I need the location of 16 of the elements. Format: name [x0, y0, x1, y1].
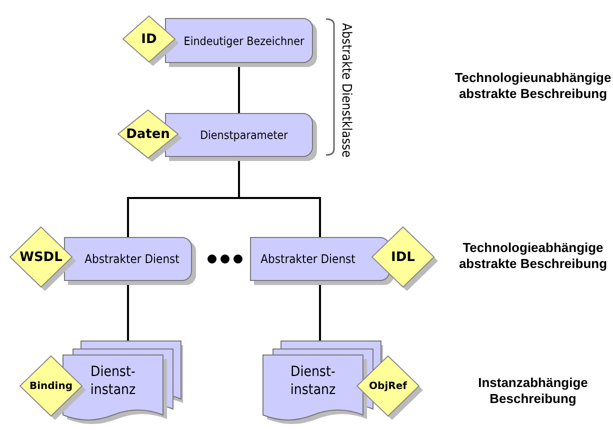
group-label: Abstrakte Dienstklasse — [338, 22, 354, 160]
tag-label: Daten — [126, 126, 170, 142]
level-label: Instanzabhängige Beschreibung — [477, 375, 589, 406]
node-label: Abstrakter Dienst — [260, 252, 356, 266]
level-label: Technologieunabhängige abstrakte Beschreibung — [454, 70, 612, 102]
node-label: Dienst- instanz — [89, 363, 137, 400]
tag-label: Binding — [29, 380, 73, 392]
tag-label: IDL — [391, 250, 415, 264]
tag-label: ID — [141, 32, 157, 46]
level-label: Technologieabhängige abstrakte Beschreibung — [458, 240, 608, 272]
tag-label: WSDL — [20, 250, 62, 264]
node-label: Dienstparameter — [200, 128, 288, 142]
node-label: Abstrakter Dienst — [84, 252, 180, 266]
node-label: Eindeutiger Bezeichner — [184, 34, 304, 48]
node-label: Dienst- instanz — [289, 363, 337, 400]
tag-label: ObjRef — [369, 380, 407, 392]
